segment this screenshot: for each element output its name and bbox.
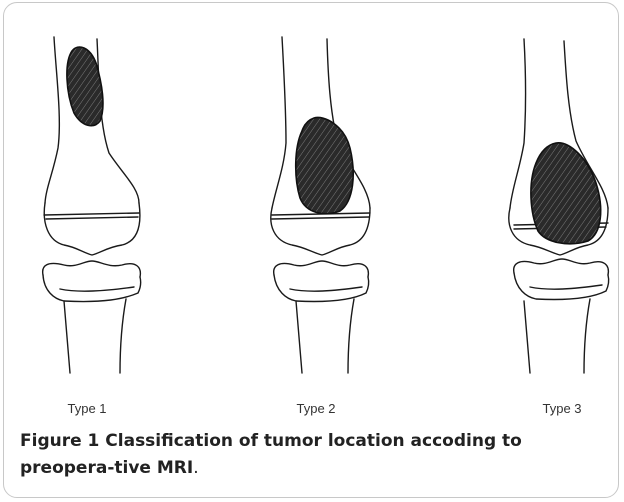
knee-drawing-type-1 xyxy=(43,37,141,373)
figure-panel: Type 1 Type 2 Type 3 Figure 1 Classifica… xyxy=(3,2,619,498)
knee-drawing-type-2 xyxy=(271,37,370,373)
panel-label-type-3: Type 3 xyxy=(512,401,612,416)
figure-caption-end: . xyxy=(193,458,198,478)
figure-caption-bold: Figure 1 Classification of tumor locatio… xyxy=(20,431,522,478)
figure-caption: Figure 1 Classification of tumor locatio… xyxy=(20,428,610,482)
panel-label-type-1: Type 1 xyxy=(37,401,137,416)
knee-tumor-illustration xyxy=(4,3,618,423)
panel-label-type-2: Type 2 xyxy=(266,401,366,416)
knee-drawing-type-3 xyxy=(509,39,609,373)
